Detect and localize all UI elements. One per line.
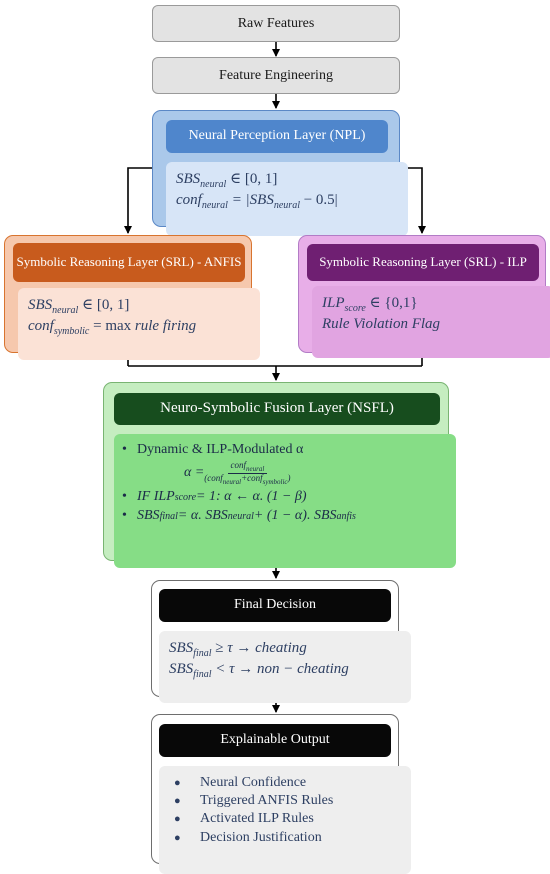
list-item: ●Activated ILP Rules [169, 810, 401, 828]
nsfl-content: •Dynamic & ILP-Modulated α α = confneura… [114, 434, 456, 568]
symbolic-reasoning-layer-anfis: Symbolic Reasoning Layer (SRL) - ANFIS S… [4, 235, 260, 360]
arrow-npl-to-anfis [124, 167, 152, 234]
srl-anfis-formula-2: confsymbolic = max rule firing [28, 318, 197, 337]
npl-formula-1: SBSneural ∈ [0, 1] [176, 171, 278, 190]
neuro-symbolic-fusion-layer: Neuro-Symbolic Fusion Layer (NSFL) •Dyna… [103, 382, 456, 568]
npl-title: Neural Perception Layer (NPL) [166, 120, 388, 153]
srl-ilp-content: ILPscore ∈ {0,1} Rule Violation Flag [312, 286, 550, 358]
bullet-icon: ● [174, 795, 181, 808]
srl-ilp-formula-1: ILPscore ∈ {0,1} [322, 295, 418, 314]
final-decision-rule-1: SBSfinal ≥ τ → cheating [169, 640, 307, 659]
srl-anfis-content: SBSneural ∈ [0, 1] confsymbolic = max ru… [18, 288, 260, 360]
feature-engineering-label: Feature Engineering [219, 67, 333, 83]
srl-anfis-title: Symbolic Reasoning Layer (SRL) - ANFIS [13, 243, 245, 282]
list-item: ●Decision Justification [169, 829, 401, 847]
nsfl-title: Neuro-Symbolic Fusion Layer (NSFL) [114, 393, 440, 425]
final-decision-rule-2: SBSfinal < τ → non − cheating [169, 661, 349, 680]
final-decision-title: Final Decision [159, 589, 391, 622]
symbolic-reasoning-layer-ilp: Symbolic Reasoning Layer (SRL) - ILP ILP… [298, 235, 550, 358]
srl-ilp-title: Symbolic Reasoning Layer (SRL) - ILP [307, 244, 539, 281]
nsfl-alpha-equation: α = confneural (confneural+confsymbolic) [184, 459, 291, 487]
explainable-output-list: ●Neural Confidence ●Triggered ANFIS Rule… [159, 766, 411, 874]
raw-features-box: Raw Features [152, 5, 400, 42]
list-item: ●Triggered ANFIS Rules [169, 792, 401, 810]
bullet-icon: ● [174, 777, 181, 789]
neural-perception-layer: Neural Perception Layer (NPL) SBSneural … [152, 110, 408, 236]
srl-ilp-formula-2: Rule Violation Flag [322, 316, 441, 332]
explainable-output-title: Explainable Output [159, 724, 391, 757]
npl-content: SBSneural ∈ [0, 1] confneural = |SBSneur… [166, 162, 408, 236]
raw-features-label: Raw Features [237, 15, 315, 31]
nsfl-item-1: •Dynamic & ILP-Modulated α [122, 442, 304, 457]
bullet-icon: ● [174, 831, 181, 844]
list-item: ●Neural Confidence [169, 774, 401, 792]
final-decision-box: Final Decision SBSfinal ≥ τ → cheating S… [151, 580, 411, 703]
srl-anfis-formula-1: SBSneural ∈ [0, 1] [28, 297, 130, 316]
nsfl-alpha-fraction: confneural (confneural+confsymbolic) [204, 459, 291, 487]
npl-formula-2: confneural = |SBSneural − 0.5| [176, 192, 338, 211]
explainable-output-box: Explainable Output ●Neural Confidence ●T… [151, 714, 411, 874]
bullet-icon: ● [174, 813, 181, 826]
final-decision-content: SBSfinal ≥ τ → cheating SBSfinal < τ → n… [159, 631, 411, 703]
feature-engineering-box: Feature Engineering [152, 57, 400, 94]
